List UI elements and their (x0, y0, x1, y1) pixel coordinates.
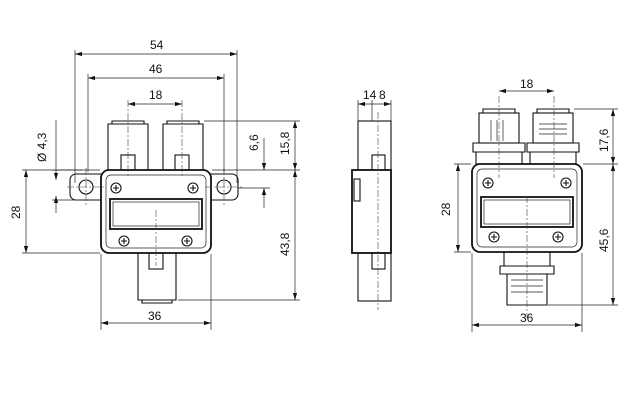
dim-17-6: 17,6 (597, 128, 611, 152)
dim-54: 54 (150, 38, 164, 52)
dim-18-right: 18 (520, 77, 534, 91)
side-clip (353, 178, 361, 202)
screw-icon (488, 231, 500, 243)
screw-icon (181, 235, 193, 247)
dim-15-8: 15,8 (278, 131, 292, 155)
screw-icon (482, 177, 494, 189)
dim-46: 46 (149, 62, 163, 76)
side-view: 14 8 (351, 88, 392, 310)
dim-43-8: 43,8 (278, 232, 292, 256)
side-upper-connector (357, 120, 392, 174)
dim-18-front: 18 (149, 88, 163, 102)
dim-45-6: 45,6 (597, 228, 611, 252)
screw-icon (110, 182, 122, 194)
dim-14: 14 (363, 88, 377, 102)
upper-connector-right (526, 108, 580, 165)
screw-icon (187, 182, 199, 194)
dim-28-right: 28 (439, 202, 453, 216)
screw-icon (560, 177, 572, 189)
dim-36-right: 36 (520, 311, 534, 325)
dim-hole-diameter: Ø 4,3 (35, 132, 49, 162)
housing-body-inner (105, 174, 207, 249)
dim-8: 8 (379, 88, 386, 102)
dim-36-front: 36 (148, 309, 162, 323)
dim-28-front: 28 (9, 205, 23, 219)
dim-6-6: 6,6 (247, 134, 261, 151)
side-body (351, 169, 392, 254)
side-lower-connector (357, 252, 392, 302)
right-housing-inner (476, 168, 578, 248)
screw-icon (118, 235, 130, 247)
bottom-connector (137, 252, 177, 304)
screw-icon (552, 231, 564, 243)
front-view: 54 46 18 Ø 4,3 28 6,6 15,8 43,8 36 (9, 38, 300, 330)
top-connector-right (162, 120, 204, 171)
right-view: 18 28 17,6 45,6 36 (439, 77, 618, 332)
